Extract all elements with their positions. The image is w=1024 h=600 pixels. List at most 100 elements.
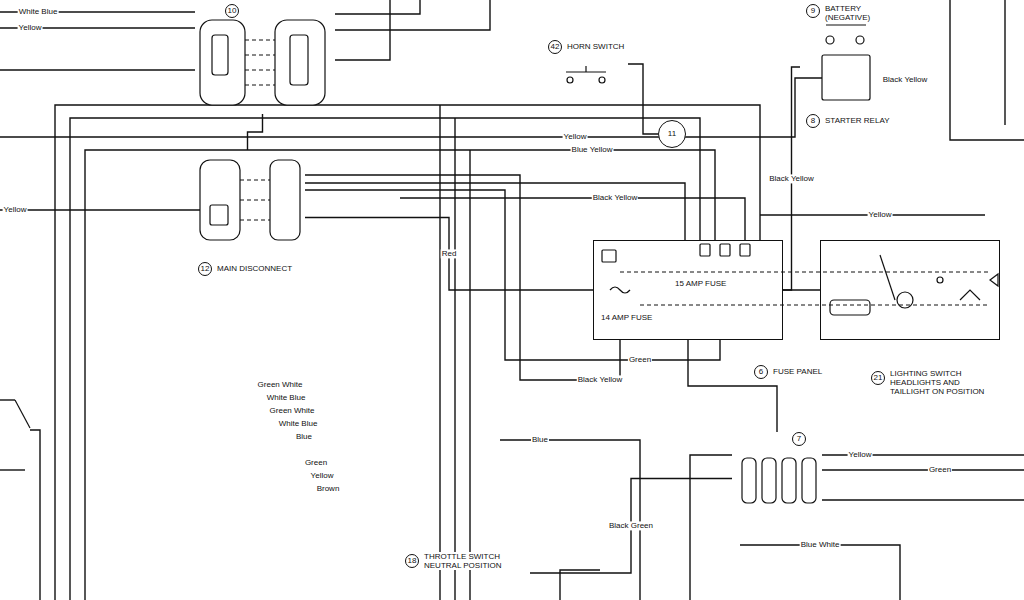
component-label: FUSE PANEL bbox=[772, 367, 823, 376]
linkage-line bbox=[240, 220, 270, 221]
linkage-line bbox=[620, 272, 990, 273]
wire-color-label: Green White bbox=[269, 406, 316, 415]
wire-color-label: Yellow bbox=[18, 23, 43, 32]
wire bbox=[560, 570, 600, 600]
wire-connector bbox=[783, 289, 820, 290]
starter-relay: 9 BATTERY (NEGATIVE) 8 STARTER RELAY bbox=[800, 2, 940, 132]
wire-connector bbox=[688, 340, 777, 432]
wire bbox=[500, 440, 640, 600]
connector-plug: 10 bbox=[190, 4, 335, 114]
linkage-line bbox=[245, 70, 275, 71]
wire bbox=[469, 150, 470, 600]
component-outline bbox=[782, 458, 796, 503]
component-outline bbox=[762, 458, 776, 503]
fuse-panel: 14 AMP FUSE15 AMP FUSE6FUSE PANEL bbox=[593, 240, 783, 340]
linkage-line bbox=[640, 305, 990, 306]
terminal bbox=[567, 77, 573, 83]
callout-number: 10 bbox=[225, 4, 239, 18]
wire-color-label: Black Yellow bbox=[592, 193, 638, 202]
component-label: STARTER RELAY bbox=[824, 116, 890, 125]
wire bbox=[85, 150, 715, 600]
callout-number: 8 bbox=[806, 114, 820, 128]
wire bbox=[305, 190, 720, 360]
callout-number: 9 bbox=[806, 4, 820, 18]
component-outline bbox=[212, 35, 228, 75]
component-label: THROTTLE SWITCH NEUTRAL POSITION bbox=[423, 552, 525, 570]
wire bbox=[400, 198, 745, 240]
wire bbox=[0, 69, 195, 70]
callout-number: 18 bbox=[405, 554, 419, 568]
symbol bbox=[880, 255, 895, 300]
component-outline bbox=[200, 160, 240, 240]
component-outline bbox=[290, 35, 308, 85]
component-outline bbox=[802, 458, 816, 503]
wire-color-label: Green White bbox=[257, 380, 304, 389]
terminal bbox=[856, 36, 864, 44]
symbol bbox=[990, 274, 998, 286]
component-outline bbox=[200, 20, 245, 105]
symbol bbox=[585, 66, 586, 72]
wire-color-label: Green bbox=[628, 355, 652, 364]
wire-color-label: Black Yellow bbox=[768, 174, 814, 183]
component-outline bbox=[275, 20, 325, 105]
wire bbox=[950, 0, 1024, 140]
wire bbox=[0, 399, 15, 400]
wire-color-label: Yellow bbox=[848, 450, 873, 459]
lighting-switch: 21LIGHTING SWITCH HEADLIGHTS AND TAILLIG… bbox=[820, 240, 1000, 340]
symbol bbox=[610, 287, 630, 293]
callout-number: 12 bbox=[198, 262, 212, 276]
wire bbox=[454, 118, 455, 600]
component-outline bbox=[270, 160, 300, 240]
wire-color-label: Yellow bbox=[3, 205, 28, 214]
component-outline bbox=[210, 205, 228, 225]
linkage-line bbox=[245, 55, 275, 56]
horn-switch: 42HORN SWITCH bbox=[548, 38, 628, 90]
wire-color-label: White Blue bbox=[278, 419, 319, 428]
component-outline bbox=[830, 300, 870, 315]
wire-color-label: Brown bbox=[316, 484, 341, 493]
wire-connector bbox=[248, 114, 263, 150]
component-outline bbox=[822, 55, 870, 100]
throttle-switch: 18 THROTTLE SWITCH NEUTRAL POSITION bbox=[405, 548, 530, 598]
wire-color-label: White Blue bbox=[266, 393, 307, 402]
symbol bbox=[826, 24, 866, 25]
component-outline bbox=[700, 244, 710, 256]
wire bbox=[822, 469, 1024, 470]
linkage-line bbox=[240, 180, 270, 181]
wire-color-label: Black Yellow bbox=[577, 375, 623, 384]
component-outline bbox=[740, 244, 750, 256]
wire-color-label: Blue Yellow bbox=[571, 145, 614, 154]
terminal bbox=[826, 36, 834, 44]
component-label: 11 bbox=[667, 129, 677, 138]
wire-connector bbox=[305, 218, 593, 291]
wire bbox=[439, 105, 440, 600]
horn-symbol: 11 bbox=[658, 120, 686, 148]
wire bbox=[305, 175, 620, 380]
wire bbox=[0, 209, 200, 210]
component-outline bbox=[602, 250, 616, 262]
component-label: 15 AMP FUSE bbox=[674, 279, 727, 288]
wire-color-label: Red bbox=[441, 249, 458, 258]
callout-number: 21 bbox=[871, 371, 885, 385]
wire-color-label: Green bbox=[928, 465, 952, 474]
component-outline bbox=[720, 244, 730, 256]
wire bbox=[335, 0, 420, 14]
wire bbox=[55, 105, 760, 600]
wire-color-label: Blue White bbox=[800, 540, 841, 549]
wire-color-label: Blue bbox=[531, 435, 549, 444]
component-label: BATTERY (NEGATIVE) bbox=[824, 4, 896, 22]
wire bbox=[822, 499, 1024, 500]
terminal bbox=[937, 277, 943, 283]
linkage-line bbox=[245, 85, 275, 86]
wire bbox=[740, 545, 900, 600]
wire bbox=[690, 455, 732, 600]
terminal bbox=[897, 292, 913, 308]
terminal bbox=[599, 77, 605, 83]
wire-color-label: Green bbox=[304, 458, 328, 467]
wire-color-label: White Blue bbox=[18, 7, 59, 16]
wire-color-label: Yellow bbox=[868, 210, 893, 219]
callout-number: 42 bbox=[548, 40, 562, 54]
wire-color-label: Blue bbox=[295, 432, 313, 441]
